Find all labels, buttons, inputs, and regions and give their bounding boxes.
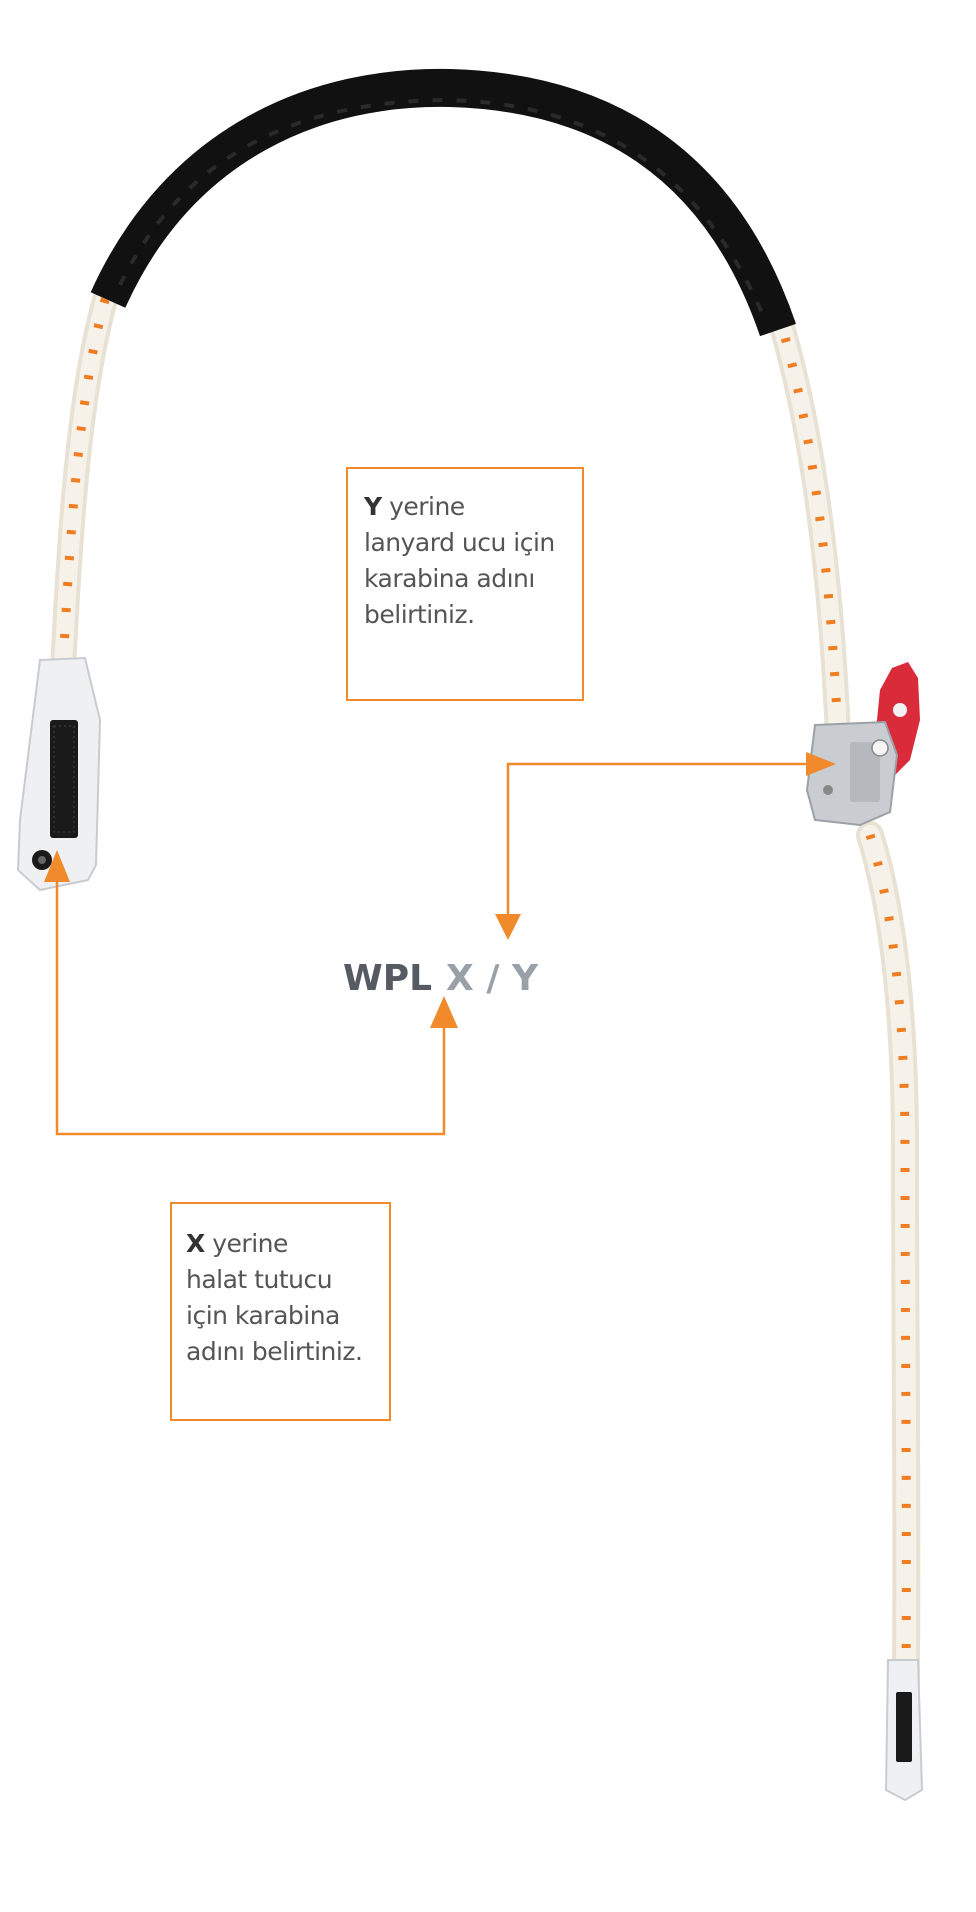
- product-code-prefix: WPL: [343, 958, 433, 999]
- callout-y-box: Y yerine lanyard ucu için karabina adını…: [346, 467, 584, 701]
- callout-x-line-3: için karabina: [186, 1301, 340, 1330]
- callout-y-line-1: Y yerine: [364, 489, 568, 525]
- protective-sleeve: [90, 68, 796, 337]
- connector-x: [55, 882, 446, 1136]
- callout-y-line-1-rest: yerine: [389, 492, 465, 521]
- left-termination-icon: [16, 656, 102, 892]
- arrow-head-icon: [495, 914, 521, 940]
- callout-x-line-1-rest: yerine: [212, 1229, 288, 1258]
- callout-x-box: X yerine halat tutucu için karabina adın…: [170, 1202, 391, 1421]
- connector-y: [506, 762, 810, 916]
- arrow-head-icon: [430, 996, 458, 1028]
- callout-y-line-4: belirtiniz.: [364, 600, 475, 629]
- callout-y-line-3: karabina adını: [364, 564, 535, 593]
- product-code-variables: X / Y: [446, 958, 539, 999]
- callout-x-line-2: halat tutucu: [186, 1265, 333, 1294]
- callout-x-key: X: [186, 1229, 205, 1258]
- callout-x-line-1: X yerine: [186, 1226, 377, 1262]
- arrow-head-icon: [806, 752, 836, 776]
- arrow-head-icon: [44, 850, 70, 882]
- product-code: WPL X / Y: [343, 954, 583, 1004]
- callout-x-line-4: adını belirtiniz.: [186, 1337, 363, 1366]
- rope-adjuster-device-icon: [805, 662, 920, 827]
- bottom-termination-icon: [884, 1659, 924, 1802]
- callout-y-key: Y: [364, 492, 382, 521]
- callout-y-line-2: lanyard ucu için: [364, 528, 555, 557]
